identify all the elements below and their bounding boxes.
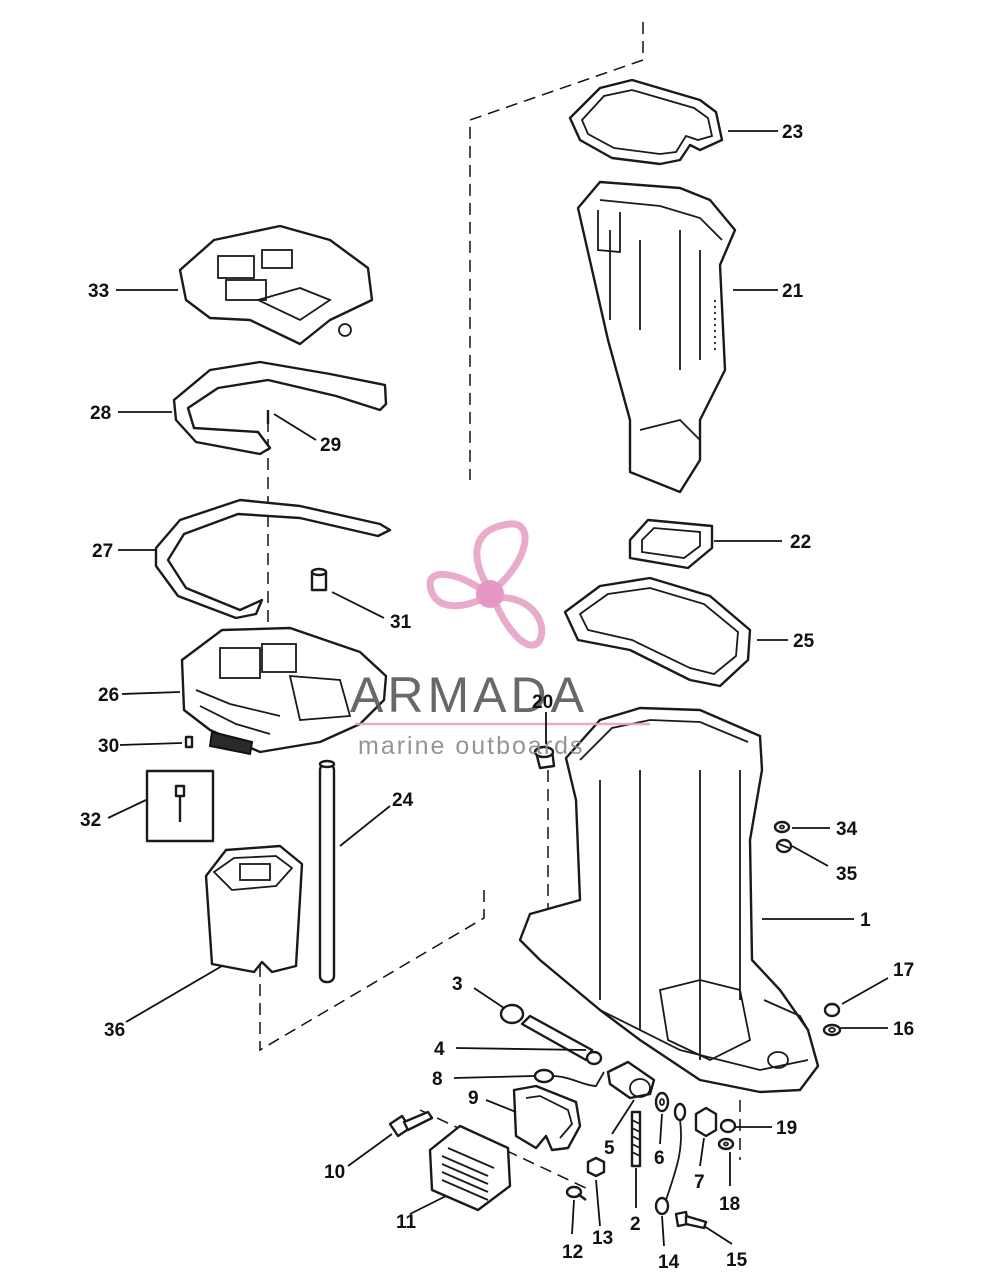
part-17-nut <box>823 1002 841 1018</box>
label-24: 24 <box>392 790 414 811</box>
label-6: 6 <box>654 1148 665 1169</box>
part-24-tube <box>318 759 336 984</box>
part-2-stud <box>630 1110 642 1168</box>
part-32-bolt <box>145 769 215 843</box>
label-2: 2 <box>630 1214 641 1235</box>
label-13: 13 <box>592 1228 613 1249</box>
part-22-seal <box>628 518 714 570</box>
label-15: 15 <box>726 1250 748 1271</box>
part-1-driveshaft-housing <box>518 706 820 1094</box>
part-20-plug <box>533 745 556 770</box>
label-9: 9 <box>468 1088 479 1109</box>
label-18: 18 <box>719 1194 740 1215</box>
label-16: 16 <box>893 1019 914 1040</box>
part-16-washer <box>822 1023 842 1037</box>
part-14-bonding-wire <box>654 1102 687 1216</box>
part-18-washer <box>717 1137 735 1151</box>
label-26: 26 <box>98 685 119 706</box>
label-8: 8 <box>432 1069 443 1090</box>
part-28-seal-strip <box>172 360 388 456</box>
label-22: 22 <box>790 532 811 553</box>
part-27-seal <box>154 498 392 620</box>
label-34: 34 <box>836 819 858 840</box>
label-36: 36 <box>104 1020 125 1041</box>
part-15-screw <box>674 1210 708 1230</box>
label-33: 33 <box>88 281 109 302</box>
part-21-exhaust-housing <box>576 180 737 494</box>
part-36-exhaust-extension <box>204 844 304 974</box>
label-23: 23 <box>782 122 803 143</box>
callout-labels: 23 21 22 25 1 34 35 17 16 19 18 20 33 28… <box>80 122 914 1273</box>
label-27: 27 <box>92 541 113 562</box>
label-14: 14 <box>658 1252 680 1273</box>
label-12: 12 <box>562 1242 583 1263</box>
label-30: 30 <box>98 736 119 757</box>
part-6-washer <box>654 1091 670 1113</box>
label-4: 4 <box>434 1039 445 1060</box>
label-31: 31 <box>390 612 412 633</box>
label-5: 5 <box>604 1138 615 1159</box>
part-4-bolt <box>520 1014 603 1066</box>
label-1: 1 <box>860 910 871 931</box>
label-10: 10 <box>324 1162 345 1183</box>
part-5-sleeve <box>606 1060 656 1100</box>
part-10-bolt <box>388 1110 434 1138</box>
part-26-adapter-plate <box>180 626 388 756</box>
watermark-tagline: marine outboards <box>358 732 585 760</box>
part-23-gasket <box>568 78 724 166</box>
part-9-bracket <box>512 1084 582 1152</box>
part-8-ground-strap <box>533 1068 605 1087</box>
label-32: 32 <box>80 810 101 831</box>
label-29: 29 <box>320 435 341 456</box>
part-12-screw <box>565 1185 587 1201</box>
part-7-nut <box>694 1106 718 1138</box>
part-33-gasket <box>178 224 374 346</box>
label-21: 21 <box>782 281 804 302</box>
part-34-washer <box>773 820 791 834</box>
part-13-nut <box>586 1156 606 1178</box>
label-3: 3 <box>452 974 463 995</box>
label-25: 25 <box>793 631 815 652</box>
part-35-nut <box>775 838 793 854</box>
part-19-nut <box>719 1118 737 1134</box>
label-17: 17 <box>893 960 914 981</box>
label-7: 7 <box>694 1172 705 1193</box>
part-31-bushing <box>310 567 328 592</box>
watermark-brand: ARMADA <box>350 667 588 723</box>
label-19: 19 <box>776 1118 797 1139</box>
part-25-gasket <box>563 576 752 688</box>
label-28: 28 <box>90 403 111 424</box>
part-30-dowel-pin <box>184 735 194 749</box>
callout-leaders <box>107 130 889 1247</box>
part-11-anode-cover <box>428 1124 512 1212</box>
label-11: 11 <box>396 1212 417 1233</box>
label-35: 35 <box>836 864 858 885</box>
propeller-logo-icon <box>426 520 546 649</box>
label-20: 20 <box>532 692 553 713</box>
part-3-nut <box>499 1003 525 1025</box>
